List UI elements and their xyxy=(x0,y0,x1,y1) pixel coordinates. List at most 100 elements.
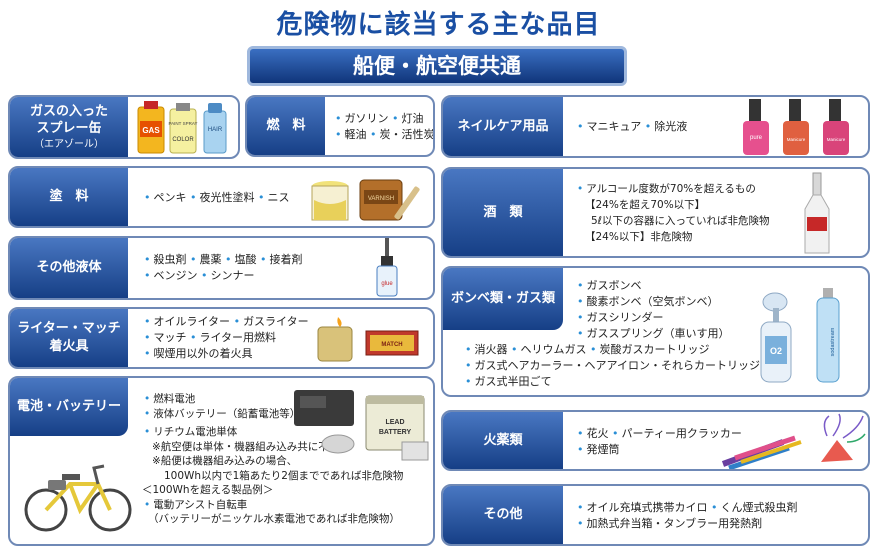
item-remover: 除光液 xyxy=(654,120,688,133)
card-fireworks: 火薬類 •花火 •パーティー用クラッカー •発煙筒 xyxy=(441,410,870,471)
bicycle-image xyxy=(24,464,132,532)
cylinder-row-4: •ガススプリング（車いす用） xyxy=(577,327,730,340)
card-fuel: 燃 料 •ガソリン •灯油 •軽油 •炭・活性炭 xyxy=(245,95,435,157)
batteries-image: LEAD BATTERY xyxy=(294,390,429,461)
paint-cans-image: VARNISH xyxy=(311,179,420,221)
item-gas-lighter: ガスライター xyxy=(243,315,309,328)
item-e-bike: 電動アシスト自転車 xyxy=(153,498,248,511)
card-lighter: ライター・マッチ 着火具 •オイルライター •ガスライター •マッチ •ライター… xyxy=(8,307,435,369)
bottle-pure-text: pure xyxy=(750,135,763,141)
item-helium: ヘリウムガス xyxy=(520,343,587,356)
battery-row-4: •電動アシスト自転車 xyxy=(144,498,248,511)
cylinder-items-upper: •ガスボンベ •酸素ボンベ（空気ボンベ） •ガスシリンダー •ガススプリング（車… xyxy=(577,278,730,342)
cylinder-row-7: •ガス式半田ごて xyxy=(465,375,552,388)
item-gas-cylinder-2: ガスシリンダー xyxy=(586,311,664,324)
item-extinguisher: 消火器 xyxy=(474,343,508,356)
item-gasoline: ガソリン xyxy=(344,112,389,125)
battery-note-3: 100Wh以内で1箱あたり2個までであれば非危険物 xyxy=(164,469,404,482)
lead-battery-text-1: LEAD xyxy=(385,419,404,426)
label-fireworks: 火薬類 xyxy=(443,412,563,469)
alcohol-over-70: アルコール度数が70%を超えるもの xyxy=(586,183,756,195)
battery-items: •燃料電池 •液体バッテリー（鉛蓄電池等） •リチウム電池単体 ※航空便は単体・… xyxy=(142,392,404,527)
spray-cans-image: GAS PAINT SPRAY COLOR HAIR xyxy=(137,101,227,154)
item-oil-hand-warmer: オイル充填式携帯カイロ xyxy=(586,501,708,514)
can-paint-text: PAINT SPRAY xyxy=(168,121,197,126)
cylinder-row-3: •ガスシリンダー xyxy=(577,311,664,324)
fireworks-items: •花火 •パーティー用クラッカー •発煙筒 xyxy=(577,426,742,458)
lighter-items: •オイルライター •ガスライター •マッチ •ライター用燃料 •喫煙用以外の着火… xyxy=(144,314,309,362)
item-diesel: 軽油 xyxy=(344,128,367,141)
cylinder-items-lower: •消火器 •ヘリウムガス •炭酸ガスカートリッジ •ガス式ヘアカーラー・ヘアアイ… xyxy=(465,342,760,390)
bottle-manicure-text-1: Manicure xyxy=(787,137,806,142)
item-heating-agent: 加熱式弁当箱・タンブラー用発熱剤 xyxy=(586,517,763,530)
label-fuel: 燃 料 xyxy=(247,97,325,155)
item-manicure: マニキュア xyxy=(586,120,642,133)
others-row-1: •オイル充填式携帯カイロ •くん煙式殺虫剤 xyxy=(577,501,798,514)
fireworks-row-1: •花火 •パーティー用クラッカー xyxy=(577,427,742,440)
label-other-liquid: その他液体 xyxy=(10,238,128,298)
item-adhesive: 接着剤 xyxy=(269,253,303,266)
item-oxygen-cylinder: 酸素ボンベ（空気ボンベ） xyxy=(586,295,719,308)
item-lighter-fuel: ライター用燃料 xyxy=(199,331,277,344)
battery-note-4: ＜100Whを超える製品例＞ xyxy=(142,484,274,496)
other-liquid-items: •殺虫剤 •農薬 •塩酸 •接着剤 •ベンジン •シンナー xyxy=(144,252,303,284)
can-color-text: COLOR xyxy=(172,137,194,143)
fireworks-image xyxy=(721,413,866,469)
battery-note-2: ※船便は機器組み込みの場合、 xyxy=(152,455,298,467)
label-gas-spray-sub: （エアゾール） xyxy=(34,138,104,150)
nail-row-1: •マニキュア •除光液 xyxy=(577,120,688,133)
alcohol-items: •アルコール度数が70%を超えるもの 【24%を超え70%以下】 5ℓ以下の容器… xyxy=(577,181,770,245)
o2-can-text: O2 xyxy=(770,346,782,356)
paint-items: •ペンキ •夜光性塗料 •ニス xyxy=(144,190,290,206)
fuel-items: •ガソリン •灯油 •軽油 •炭・活性炭 xyxy=(335,111,433,143)
item-fireworks: 花火 xyxy=(586,427,609,440)
battery-row-2: •液体バッテリー（鉛蓄電池等） xyxy=(144,407,301,420)
item-gas-soldering-iron: ガス式半田ごて xyxy=(474,375,552,388)
label-others: その他 xyxy=(443,486,563,544)
card-other-liquid: その他液体 •殺虫剤 •農薬 •塩酸 •接着剤 •ベンジン •シンナー glue xyxy=(8,236,435,300)
item-party-cracker: パーティー用クラッカー xyxy=(621,427,742,440)
item-co2-cartridge: 炭酸ガスカートリッジ xyxy=(599,343,710,356)
card-gas-spray: ガスの入った スプレー缶 （エアゾール） GAS PAINT SPRAY COL… xyxy=(8,95,240,159)
cylinder-row-5: •消火器 •ヘリウムガス •炭酸ガスカートリッジ xyxy=(465,343,710,356)
fireworks-row-2: •発煙筒 xyxy=(577,443,620,456)
item-gas-cylinder: ガスボンベ xyxy=(586,279,642,292)
label-cylinder: ボンベ類・ガス類 xyxy=(443,268,563,330)
item-hydrochloric-acid: 塩酸 xyxy=(234,253,257,266)
item-paint: ペンキ xyxy=(153,191,187,204)
can-hair-text: HAIR xyxy=(208,127,223,133)
card-alcohol: 酒 類 •アルコール度数が70%を超えるもの 【24%を超え70%以下】 5ℓ以… xyxy=(441,167,870,258)
item-fuel-cell: 燃料電池 xyxy=(153,393,196,405)
item-insecticide: 殺虫剤 xyxy=(153,253,187,266)
glue-text: glue xyxy=(381,281,393,287)
item-thinner: シンナー xyxy=(210,269,255,282)
other-liquid-row-1: •殺虫剤 •農薬 •塩酸 •接着剤 xyxy=(144,253,303,266)
item-benzine: ベンジン xyxy=(153,269,198,282)
bottle-manicure-text-2: Manicure xyxy=(827,137,846,142)
lighter-row-2: •マッチ •ライター用燃料 xyxy=(144,331,277,344)
gas-cans-image: O2 sodastream xyxy=(760,288,840,383)
paint-row-1: •ペンキ •夜光性塗料 •ニス xyxy=(144,191,290,204)
item-matches: マッチ xyxy=(153,331,187,344)
card-others: その他 •オイル充填式携帯カイロ •くん煙式殺虫剤 •加熱式弁当箱・タンブラー用… xyxy=(441,484,870,546)
lighter-row-1: •オイルライター •ガスライター xyxy=(144,315,309,328)
alcohol-row-4: 【24%以下】非危険物 xyxy=(585,231,693,243)
item-gas-spring: ガススプリング（車いす用） xyxy=(586,327,730,340)
cylinder-row-6: •ガス式ヘアカーラー・ヘアアイロン・それらカートリッジ xyxy=(465,359,760,372)
label-gas-spray: ガスの入った スプレー缶 （エアゾール） xyxy=(10,97,128,157)
item-gas-hair-curler: ガス式ヘアカーラー・ヘアアイロン・それらカートリッジ xyxy=(474,359,760,372)
nail-items: •マニキュア •除光液 xyxy=(577,119,687,135)
item-non-smoking-igniter: 喫煙用以外の着火具 xyxy=(153,347,253,360)
alcohol-row-3: 5ℓ以下の容器に入っていれば非危険物 xyxy=(591,215,770,227)
battery-row-1: •燃料電池 xyxy=(144,393,196,405)
label-paint: 塗 料 xyxy=(10,168,128,226)
card-cylinder: ボンベ類・ガス類 •ガスボンベ •酸素ボンベ（空気ボンベ） •ガスシリンダー •… xyxy=(441,266,870,397)
battery-note-1: ※航空便は単体・機器組み込み共に不可 xyxy=(152,440,340,453)
fuel-row-1: •ガソリン •灯油 xyxy=(335,112,424,125)
match-box-text: MATCH xyxy=(381,342,402,348)
item-kerosene: 灯油 xyxy=(401,112,424,125)
item-oil-lighter: オイルライター xyxy=(153,315,231,328)
page-title: 危険物に該当する主な品目 xyxy=(276,10,601,40)
liquor-bottle-image xyxy=(804,172,830,254)
cylinder-row-1: •ガスボンベ xyxy=(577,279,642,292)
